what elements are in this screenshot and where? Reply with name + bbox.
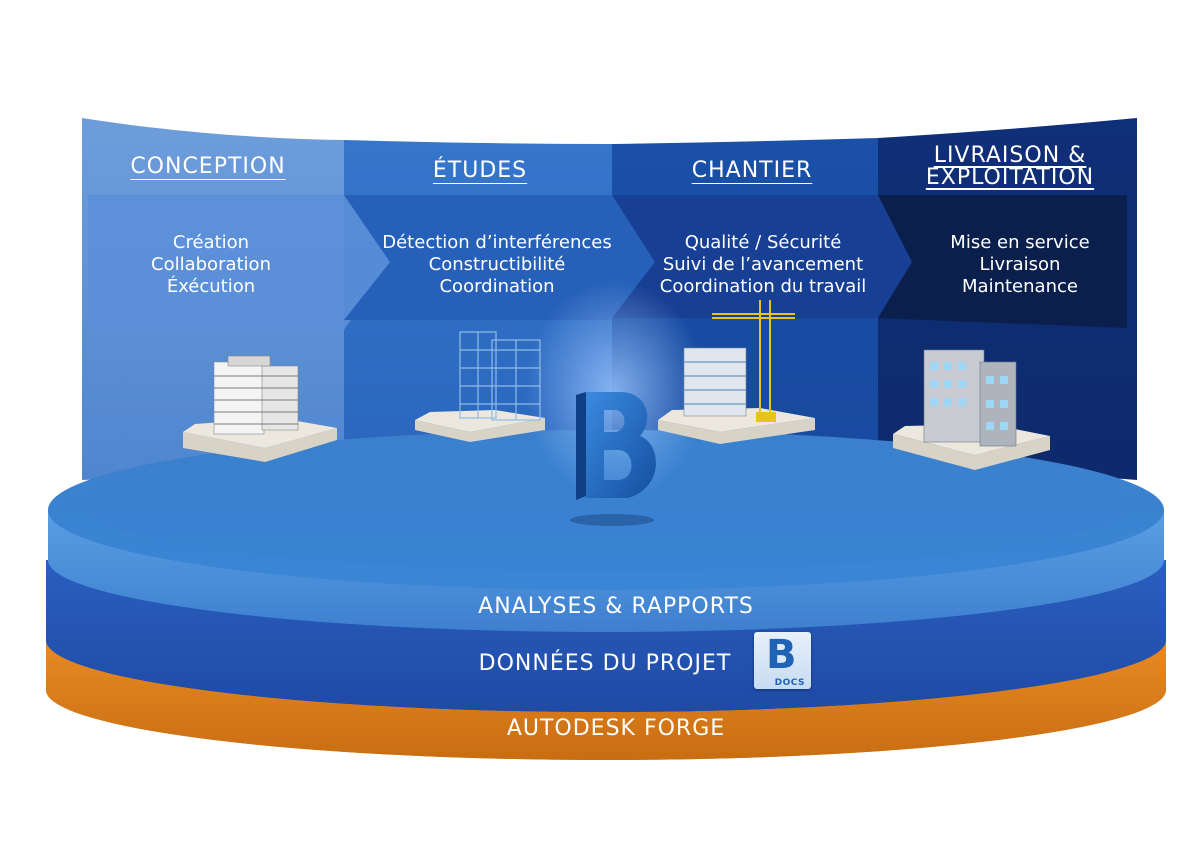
- building-livraison: [893, 349, 1050, 470]
- item-execution: Éxécution: [166, 276, 256, 297]
- phase-items-chantier: Qualité / Sécurité Suivi de l’avancement…: [628, 232, 898, 298]
- item-detection: Détection d’interférences: [382, 232, 612, 253]
- item-qualite: Qualité / Sécurité: [684, 232, 842, 253]
- building-chantier: [658, 300, 815, 444]
- chevron-etudes: [344, 195, 655, 320]
- docs-badge-icon: B DOCS: [754, 632, 811, 689]
- item-mise-en-service: Mise en service: [950, 232, 1090, 253]
- phase-items-etudes: Détection d’interférences Constructibili…: [362, 232, 632, 298]
- item-collaboration: Collaboration: [151, 254, 271, 275]
- phase-title-etudes: ÉTUDES: [432, 158, 528, 183]
- layer-analyses-label: ANALYSES & RAPPORTS: [478, 594, 754, 619]
- chevron-chantier: [612, 195, 912, 318]
- phase-title-livraison: LIVRAISON & EXPLOITATION: [900, 145, 1120, 189]
- item-suivi: Suivi de l’avancement: [662, 254, 864, 275]
- phase-items-livraison: Mise en service Livraison Maintenance: [910, 232, 1130, 298]
- layer-donnees-label: DONNÉES DU PROJET: [478, 651, 732, 676]
- phase-title-chantier: CHANTIER: [691, 158, 813, 183]
- phase-title-livraison-line1: LIVRAISON &: [933, 143, 1087, 168]
- phase-items-conception: Création Collaboration Éxécution: [96, 232, 326, 298]
- item-livraison: Livraison: [979, 254, 1061, 275]
- chevron-livraison: [878, 195, 1127, 328]
- phase-title-conception: CONCEPTION: [130, 154, 286, 179]
- platform-top-inner: [86, 439, 1126, 571]
- item-constructibilite: Constructibilité: [428, 254, 566, 275]
- phase-title-livraison-line2: EXPLOITATION: [925, 165, 1095, 190]
- b360-logo: [570, 392, 656, 526]
- item-maintenance: Maintenance: [962, 276, 1078, 297]
- item-coordination: Coordination: [439, 276, 555, 297]
- chevron-conception: [88, 195, 390, 330]
- layer-forge-label: AUTODESK FORGE: [506, 716, 726, 741]
- item-creation: Création: [172, 232, 250, 253]
- building-etudes: [415, 331, 545, 442]
- item-coordination-travail: Coordination du travail: [659, 276, 867, 297]
- docs-badge-letter: B: [766, 632, 797, 678]
- center-glow: [525, 280, 705, 500]
- building-conception: [183, 355, 337, 462]
- docs-badge-label: DOCS: [774, 678, 805, 688]
